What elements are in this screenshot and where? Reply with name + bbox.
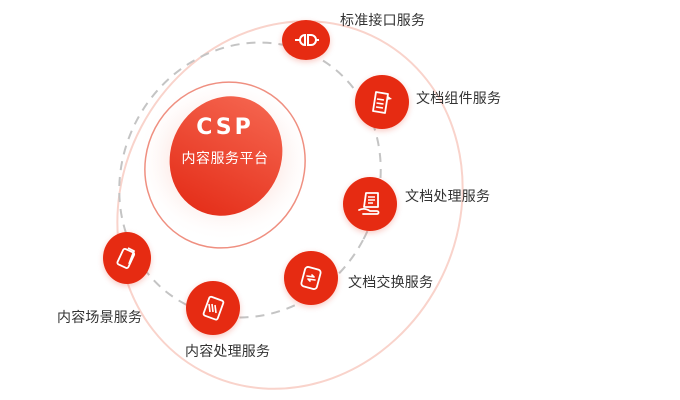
service-label-standard-interface: 标准接口服务 (340, 13, 426, 29)
service-label-content-scenario: 内容场景服务 (57, 310, 143, 326)
service-node-content-processing[interactable] (186, 281, 240, 335)
outer-ring (116, 20, 464, 390)
document-edit-icon (372, 91, 392, 114)
inner-ring (144, 81, 306, 249)
service-label-doc-exchange: 文档交换服务 (348, 275, 434, 291)
stacked-cards-icon (116, 247, 136, 269)
service-node-doc-component[interactable] (355, 75, 409, 129)
service-label-doc-processing: 文档处理服务 (405, 189, 491, 205)
core-circle (169, 96, 283, 216)
service-node-doc-processing[interactable] (343, 177, 397, 231)
service-label-doc-component: 文档组件服务 (416, 91, 502, 107)
service-node-doc-exchange[interactable] (284, 251, 338, 305)
document-exchange-icon (300, 266, 322, 290)
service-node-standard-interface[interactable] (282, 20, 330, 60)
core-subtitle: 内容服务平台 (181, 151, 269, 167)
document-hand-icon (358, 192, 380, 215)
core-title: CSP (196, 115, 254, 140)
plug-icon (295, 33, 319, 47)
service-label-content-processing: 内容处理服务 (185, 344, 271, 360)
service-node-content-scenario[interactable] (103, 232, 151, 284)
document-list-icon (202, 295, 225, 321)
